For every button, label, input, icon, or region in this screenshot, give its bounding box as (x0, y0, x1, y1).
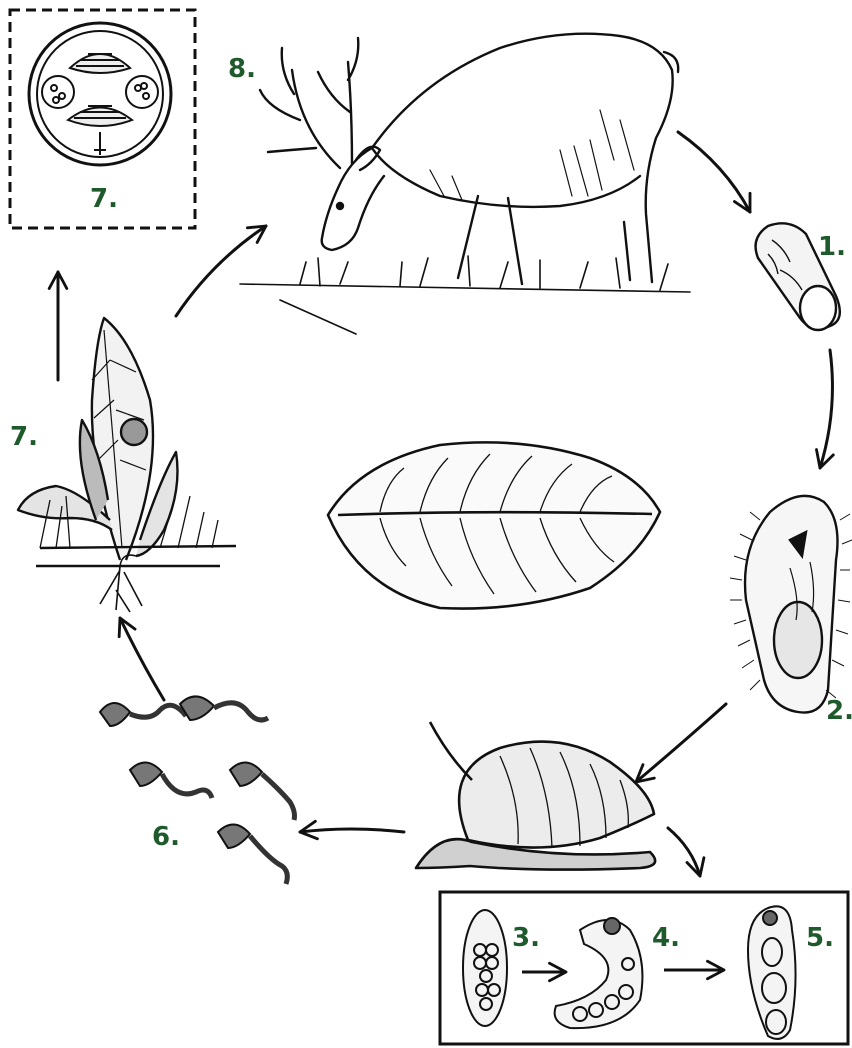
arrow-egg-to-miracidium (820, 350, 832, 468)
stage-label-2: 2. (826, 698, 852, 724)
cercaria-3 (130, 762, 212, 798)
cercaria-4 (230, 762, 295, 820)
plant-metacercaria-dot (121, 419, 147, 445)
cercaria-5 (218, 824, 287, 884)
snail-tentacle (430, 722, 472, 780)
arrow-cercariae-to-plant (120, 618, 164, 700)
cercaria-2 (180, 696, 268, 720)
egg-operculum (800, 286, 836, 330)
arrow-snail-to-inset (668, 828, 700, 876)
deer-antler-left (260, 48, 340, 168)
snail-intermediate-host (416, 722, 655, 870)
stage-label-7-plant: 7. (10, 424, 38, 450)
stage-label-8: 8. (228, 56, 256, 82)
deer-eye (337, 203, 343, 209)
stage-label-7-inset: 7. (90, 186, 118, 212)
cercariae-stage (100, 696, 295, 884)
deer-antler-right (318, 38, 358, 164)
arrow-plant-to-deer (176, 226, 266, 316)
deer-body (372, 34, 673, 284)
plant-roots (100, 555, 142, 612)
sporocyst (463, 910, 507, 1026)
deer-shading (430, 110, 634, 200)
intramolluscan-inset (440, 892, 848, 1044)
fluke-outline (328, 442, 660, 608)
cercaria-1 (100, 703, 186, 726)
deer-definitive-host (240, 34, 690, 334)
stage-label-5: 5. (806, 925, 834, 951)
stage-label-6: 6. (152, 824, 180, 850)
ground-grass (240, 256, 690, 334)
plant-with-metacercaria (18, 318, 236, 612)
stage-label-1: 1. (818, 234, 846, 260)
stage-label-3: 3. (512, 925, 540, 951)
arrow-deer-to-egg (678, 132, 750, 212)
miracidium-stage (730, 496, 852, 713)
arrow-snail-to-cercariae (300, 829, 404, 832)
adult-liver-fluke (328, 442, 660, 608)
stage-label-4: 4. (652, 925, 680, 951)
arrow-miracidium-to-snail (636, 704, 726, 782)
